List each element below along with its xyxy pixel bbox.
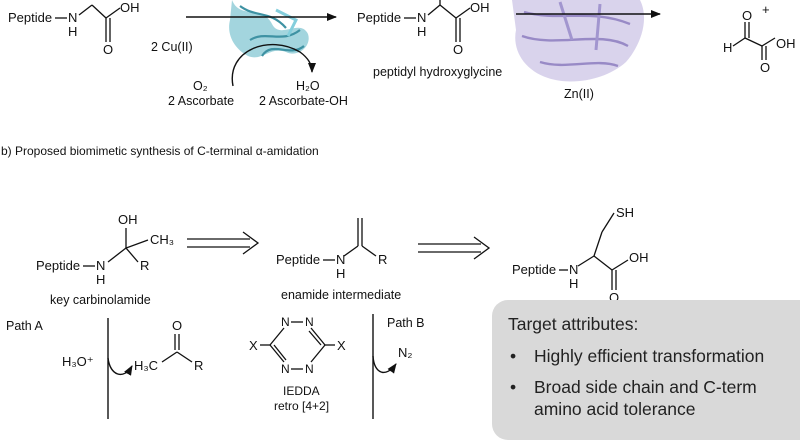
ascorbate-label: 2 Ascorbate [168,94,234,108]
path-b-label: Path B [387,316,425,330]
svg-text:N: N [305,315,314,329]
hydroxyl-label: OH [120,0,140,15]
thiol-label: SH [616,205,634,220]
bullet-icon: • [510,346,517,366]
x-substituent-label: X [249,338,258,353]
carbinolamide-molecule: OH CH₃ R Peptide N H key carbinolamide [36,212,174,307]
enzyme-2-structure [512,0,645,82]
target-attribute-text: Highly efficient transformation [534,346,765,366]
hydrogen-label: H [336,266,345,281]
nitrogen-label: N [569,262,578,277]
glyoxylic-acid-molecule: + H O O OH [723,2,796,75]
water-label: H₂O [296,79,320,93]
hydroxyl-label: OH [118,212,138,227]
iedda-label: IEDDA [283,384,320,398]
retro-arrow-2 [418,236,491,260]
target-attributes-title: Target attributes: [508,314,639,334]
carbinolamide-caption: key carbinolamide [50,293,151,307]
peptide-label: Peptide [8,10,52,25]
target-attribute-text-continued: amino acid tolerance [534,399,696,419]
hydrogen-label: H [569,276,578,291]
bullet-icon: • [510,377,517,397]
hydronium-label: H₃O⁺ [62,354,94,369]
path-b: Path B N₂ N N N N X X IEDDA retro [4+2] [249,314,425,419]
nitrogen-label: N [96,258,105,273]
hydroxyl-label: OH [776,36,796,51]
r-group-label: R [194,358,203,373]
hydroxyl-label: OH [470,0,490,15]
target-attributes-box: Target attributes: • Highly efficient tr… [492,300,800,440]
x-substituent-label: X [337,338,346,353]
svg-text:N: N [305,362,314,376]
part-b-caption: b) Proposed biomimetic synthesis of C-te… [1,144,319,158]
peptide-label: Peptide [276,252,320,267]
carbonyl-oxygen-label: O [609,290,619,305]
hydroxyl-label: OH [629,250,649,265]
hydroxyglycine-molecule: Peptide N H OH O peptidyl hydroxyglycine [357,0,502,79]
svg-text:N: N [281,362,290,376]
copper-cofactor-label: 2 Cu(II) [151,40,193,54]
acid-oxygen-label: O [760,60,770,75]
enamide-caption: enamide intermediate [281,288,401,302]
cysteine-peptide-molecule: SH OH O Peptide N H [512,205,649,305]
target-attribute-text: Broad side chain and C-term [534,377,757,397]
path-a-label: Path A [6,319,43,333]
carbonyl-oxygen-label: O [103,42,113,57]
nitrogen-label: N [336,252,345,267]
svg-text:Peptide: Peptide [357,10,401,25]
r-group-label: R [378,252,387,267]
hydrogen-label: H [96,272,105,287]
ascorbate-oh-label: 2 Ascorbate-OH [259,94,348,108]
carbonyl-oxygen-label: O [453,42,463,57]
hydrogen-label: H [417,24,426,39]
peptide-label: Peptide [512,262,556,277]
nitrogen-gas-label: N₂ [398,345,412,360]
target-attribute-item: • Broad side chain and C-term amino acid… [508,376,800,420]
reaction-scheme: Peptide N H OH O 2 Cu(II) O₂ 2 Ascorbate… [1,0,796,419]
zinc-cofactor-label: Zn(II) [564,87,594,101]
peptide-label: Peptide [36,258,80,273]
target-attributes-list: • Highly efficient transformation • Broa… [508,345,800,420]
ketone-oxygen-label: O [172,318,182,333]
cofactor-curved-arrow-1 [231,43,316,87]
methyl-group-label: H₃C [134,358,158,373]
hydrogen-label: H [68,24,77,39]
enamide-molecule: R Peptide N H enamide intermediate [276,218,401,302]
plus-sign: + [762,2,770,17]
r-group-label: R [140,258,149,273]
target-attribute-item: • Highly efficient transformation [508,345,800,367]
nitrogen-label: N [417,10,426,25]
nitrogen-label: N [68,10,77,25]
hydrogen-label: H [723,40,732,55]
tetrazine-molecule: N N N N X X [249,315,346,376]
retro-arrow-1 [187,231,260,255]
svg-text:N: N [281,315,290,329]
retro-label: retro [4+2] [274,399,329,413]
enzyme-1-structure [229,0,309,58]
glycine-peptide-molecule: Peptide N H OH O [8,0,140,57]
aldehyde-oxygen-label: O [742,8,752,23]
methyl-label: CH₃ [150,232,174,247]
oxygen-reagent-label: O₂ [193,79,208,93]
hydroxyglycine-caption: peptidyl hydroxyglycine [373,65,502,79]
path-a: Path A H₃O⁺ O H₃C R [6,318,203,419]
